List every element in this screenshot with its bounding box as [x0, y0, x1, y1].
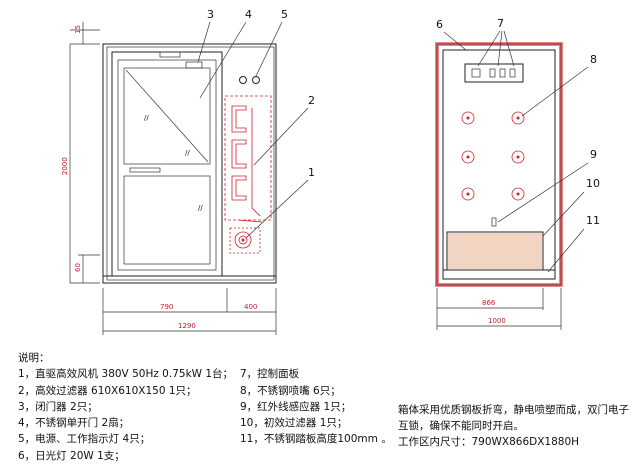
note-item: 4，不锈钢单开门 2扇；: [18, 417, 130, 430]
callout-1: 1: [308, 166, 315, 179]
callout-9: 9: [590, 148, 597, 161]
dim-total-width: 1290: [178, 322, 196, 330]
dim-door-width: 790: [160, 303, 173, 311]
callout-4: 4: [245, 8, 252, 21]
note-item: 2，高效过滤器 610X610X150 1只；: [18, 384, 197, 397]
power-indicator-lamp: [239, 76, 247, 84]
dim-front-height: 2000: [61, 157, 69, 175]
filter-outline: [224, 95, 272, 221]
nozzles: [461, 111, 525, 201]
note-item: 11，不锈钢踏板高度100mm 。: [240, 433, 392, 446]
indicator-box: [185, 61, 203, 69]
dim-top-small: 15: [74, 25, 82, 34]
side-view: 866 1000: [435, 42, 563, 330]
callout-10: 10: [586, 177, 600, 190]
callout-11: 11: [586, 214, 600, 227]
callout-2: 2: [308, 94, 315, 107]
remarks-block: 箱体采用优质钢板折弯，静电喷塑而成，双门电子互锁，确保不能同时开启。 工作区内尺…: [398, 402, 634, 450]
notes-block: 说明： 1，直驱高效风机 380V 50Hz 0.75kW 1台；7，控制面板 …: [18, 350, 392, 464]
note-item: 10，初效过滤器 1只；: [240, 417, 348, 430]
note-item: 5，电源、工作指示灯 4只；: [18, 433, 151, 446]
door-handle: [129, 167, 161, 173]
notes-heading: 说明：: [18, 352, 50, 364]
front-cabinet-outline: [102, 43, 277, 284]
door-upper-window: [123, 67, 211, 165]
dim-bottom-small: 60: [74, 263, 82, 272]
door-lower-window: [123, 175, 211, 265]
note-item: 3，闭门器 2只；: [18, 400, 98, 413]
note-item: 1，直驱高效风机 380V 50Hz 0.75kW 1台；: [18, 368, 234, 381]
control-panel: [464, 63, 524, 83]
front-view: // // // 15 2000 60 790: [61, 22, 277, 335]
callout-3: 3: [207, 8, 214, 21]
note-item: 7，控制面板: [240, 368, 300, 381]
note-item: 9，红外线感应器 1只；: [240, 400, 352, 413]
svg-text://: //: [144, 114, 149, 122]
note-item: 6，日光灯 20W 1支；: [18, 449, 125, 462]
callout-5: 5: [281, 8, 288, 21]
svg-text://: //: [198, 204, 203, 212]
callout-7: 7: [497, 17, 504, 30]
dim-side-inner: 866: [482, 299, 496, 307]
fan-circle: [234, 231, 252, 249]
ir-sensor: [491, 217, 497, 227]
svg-text://: //: [185, 149, 190, 157]
footplate: [442, 269, 556, 280]
callout-8: 8: [590, 53, 597, 66]
dim-side-total: 1000: [488, 317, 506, 325]
dim-side-width: 400: [244, 303, 257, 311]
door-closer: [159, 51, 181, 58]
callouts: 3 4 5 2 1 6 7 8 9 10 11: [197, 8, 600, 273]
callout-6: 6: [436, 18, 443, 31]
remark-work-area: 工作区内尺寸：790WX866DX1880H: [398, 436, 580, 448]
remark-material: 箱体采用优质钢板折弯，静电喷塑而成，双门电子互锁，确保不能同时开启。: [398, 404, 629, 432]
note-item: 8，不锈钢喷嘴 6只；: [240, 384, 341, 397]
work-indicator-lamp: [252, 76, 260, 84]
